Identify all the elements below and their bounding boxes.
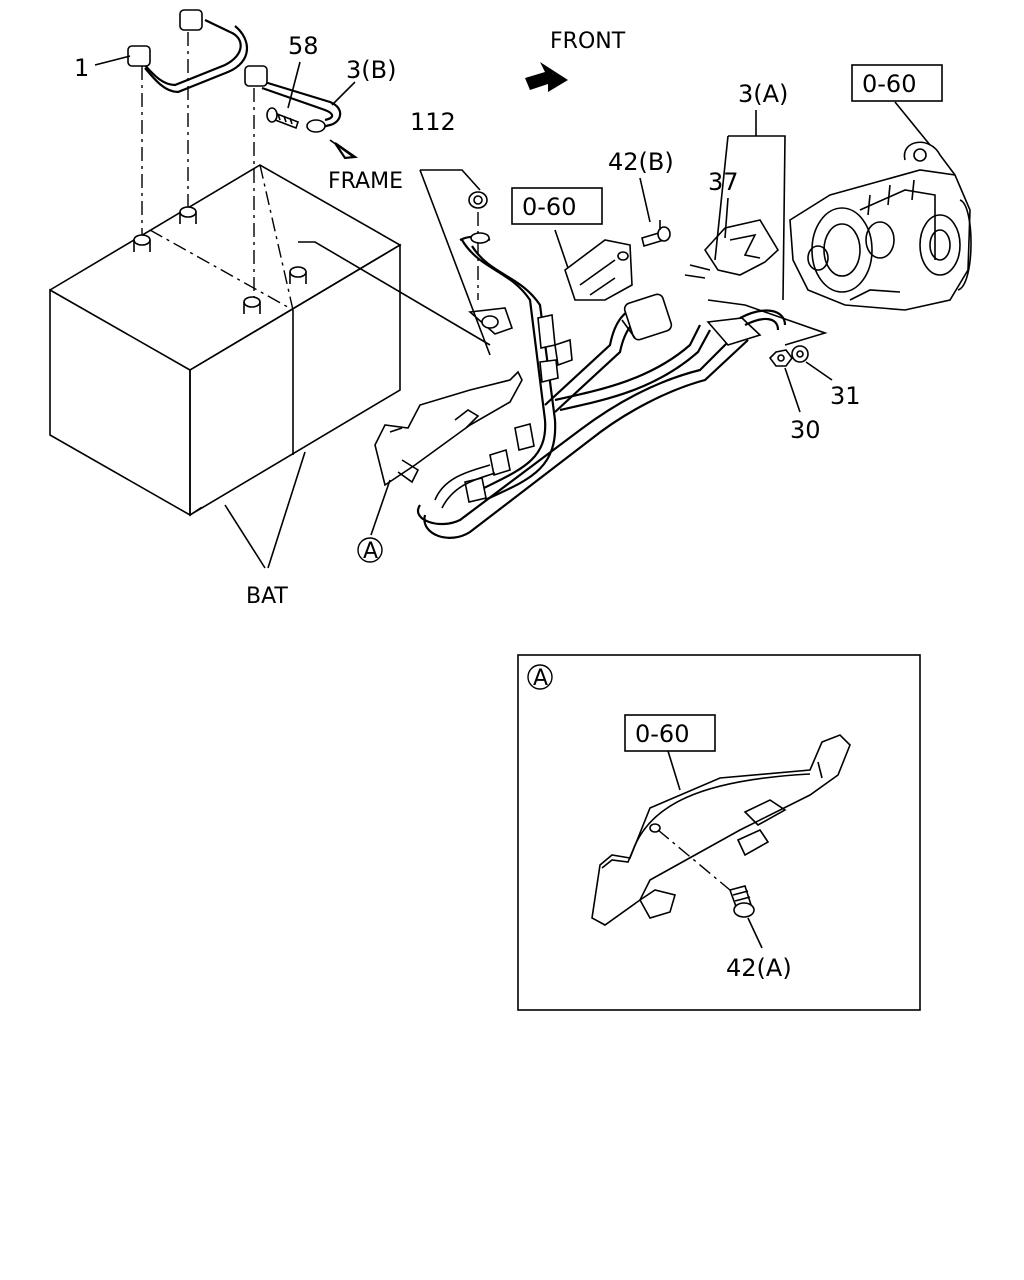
callout-leaders [94, 55, 931, 569]
callout-58[interactable]: 58 [288, 32, 319, 60]
washer-31[interactable] [791, 345, 809, 363]
callout-112[interactable]: 112 [410, 108, 456, 136]
part-label-3b: 3(B) [346, 56, 396, 84]
callout-1[interactable]: 1 [74, 54, 89, 82]
bracket-42b[interactable] [564, 220, 671, 301]
callout-30[interactable]: 30 [790, 416, 821, 444]
front-label: FRONT [550, 29, 626, 54]
part-label-1: 1 [74, 54, 89, 82]
callout-37[interactable]: 37 [708, 168, 739, 196]
detail-inset-marker-label: A [533, 666, 548, 691]
callout-3a[interactable]: 3(A) [738, 80, 788, 108]
reference-label-starter: 0-60 [862, 70, 916, 98]
reference-box-bracket[interactable]: 0-60 [511, 187, 603, 225]
part-label-37: 37 [708, 168, 739, 196]
part-label-58: 58 [288, 32, 319, 60]
bat-label: BAT [246, 584, 288, 609]
detail-inset-a: A 0-60 42(A) [517, 654, 921, 1011]
reference-box-starter[interactable]: 0-60 [851, 64, 943, 102]
detail-bolt-42a[interactable] [728, 885, 755, 918]
bolt-58[interactable] [266, 107, 300, 130]
battery-cable-1[interactable] [127, 9, 249, 235]
detail-bracket[interactable] [591, 734, 851, 926]
terminal-cover-37[interactable] [684, 219, 780, 279]
part-label-42a: 42(A) [726, 954, 792, 982]
callout-42a[interactable]: 42(A) [726, 954, 792, 982]
harness-3a[interactable] [416, 293, 787, 539]
front-arrow-icon [525, 62, 568, 92]
callout-3b[interactable]: 3(B) [346, 56, 396, 84]
callout-42b[interactable]: 42(B) [608, 148, 674, 176]
part-label-112: 112 [410, 108, 456, 136]
detail-marker-a[interactable]: A [357, 537, 383, 564]
callout-31[interactable]: 31 [830, 382, 861, 410]
detail-inset-marker: A [527, 664, 553, 691]
battery[interactable] [49, 164, 491, 517]
reference-box-detail[interactable]: 0-60 [624, 714, 716, 752]
part-label-30: 30 [790, 416, 821, 444]
bracket-a[interactable] [374, 370, 523, 487]
part-label-3a: 3(A) [738, 80, 788, 108]
detail-marker-a-label: A [363, 539, 378, 564]
part-label-42b: 42(B) [608, 148, 674, 176]
reference-label-bracket: 0-60 [522, 193, 576, 221]
reference-label-detail: 0-60 [635, 720, 689, 748]
harness-112[interactable] [459, 191, 557, 501]
starter-motor[interactable] [789, 141, 972, 311]
frame-label: FRAME [328, 169, 403, 194]
battery-cable-3b[interactable] [244, 65, 359, 297]
nut-30[interactable] [768, 349, 793, 367]
part-label-31: 31 [830, 382, 861, 410]
